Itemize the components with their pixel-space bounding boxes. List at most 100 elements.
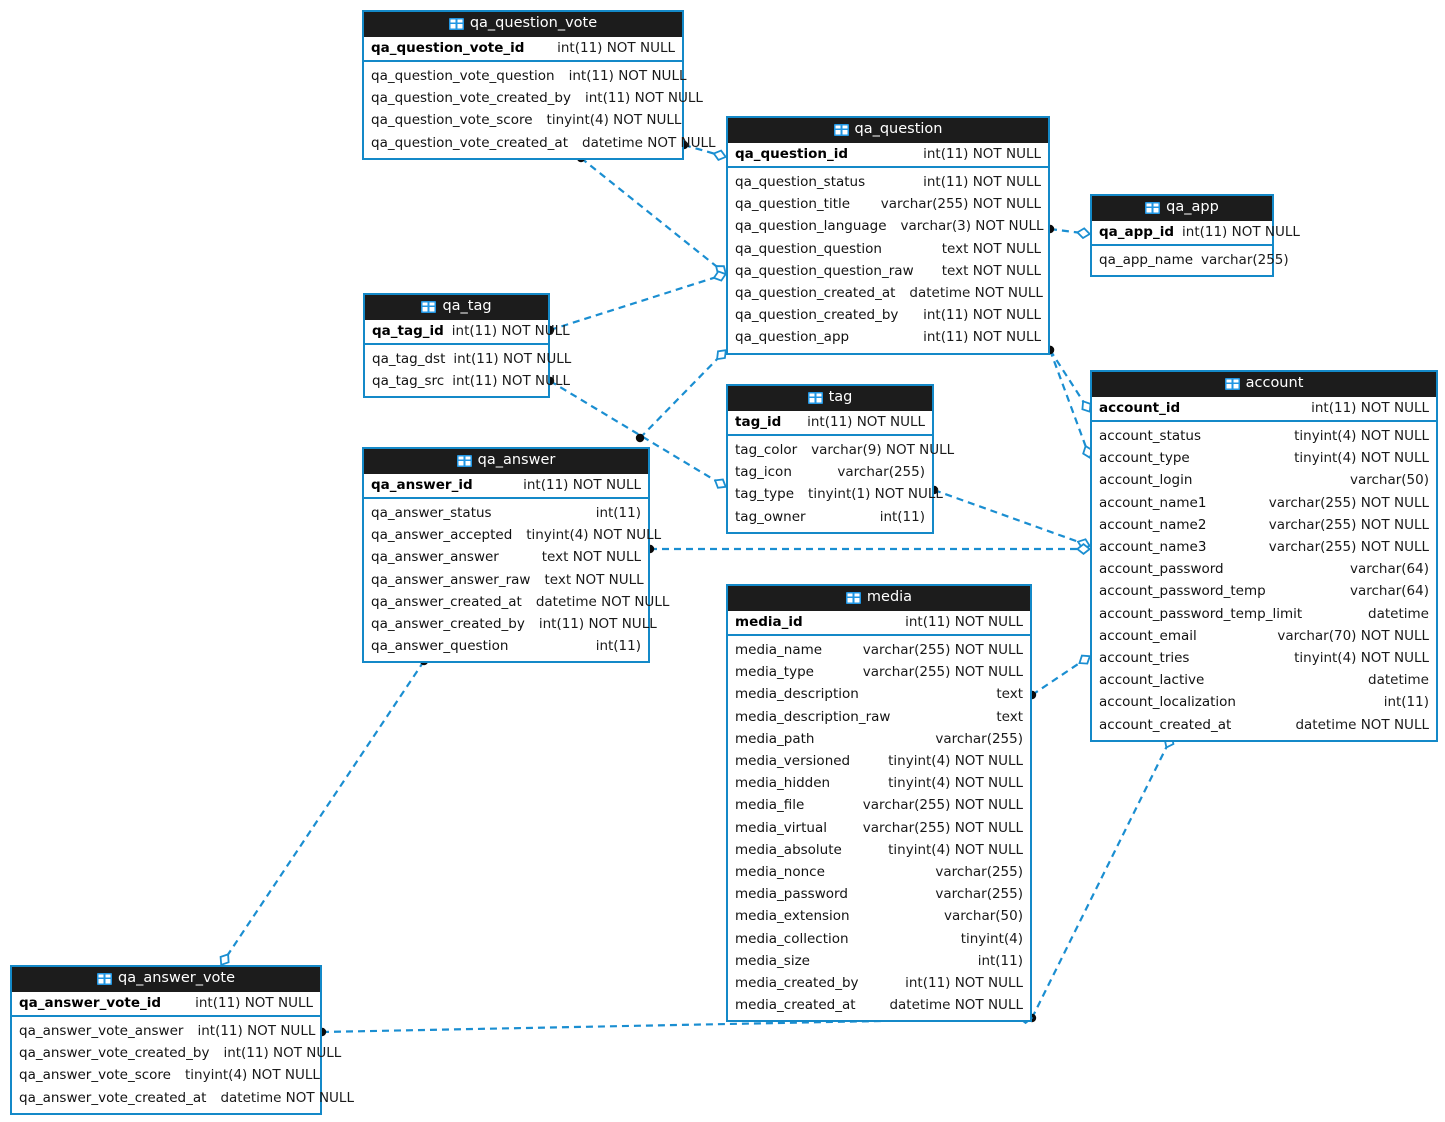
- column-name: account_name3: [1099, 538, 1207, 555]
- column-name: media_created_by: [735, 974, 859, 991]
- column-name: qa_answer_id: [371, 476, 473, 493]
- entity-header-qa_answer[interactable]: qa_answer: [364, 449, 648, 474]
- column-name: account_status: [1099, 427, 1202, 444]
- table-icon: [96, 972, 112, 985]
- column-type: int(11) NOT NULL: [195, 994, 313, 1011]
- entity-header-account[interactable]: account: [1092, 372, 1436, 397]
- column-name: qa_answer_vote_created_by: [19, 1045, 210, 1062]
- entity-header-qa_app[interactable]: qa_app: [1092, 196, 1272, 221]
- column-name: tag_icon: [735, 464, 792, 481]
- column-type: int(11) NOT NULL: [453, 350, 572, 367]
- entity-header-qa_question[interactable]: qa_question: [728, 118, 1048, 143]
- entity-header-qa_question_vote[interactable]: qa_question_vote: [364, 12, 682, 37]
- entity-header-tag[interactable]: tag: [728, 386, 932, 411]
- entity-header-qa_answer_vote[interactable]: qa_answer_vote: [12, 967, 320, 992]
- entity-header-media[interactable]: media: [728, 586, 1030, 611]
- column-type: tinyint(4) NOT NULL: [546, 112, 682, 129]
- entity-header-qa_tag[interactable]: qa_tag: [365, 295, 548, 320]
- column-type: varchar(255): [935, 863, 1023, 880]
- column-name: account_name2: [1099, 516, 1207, 533]
